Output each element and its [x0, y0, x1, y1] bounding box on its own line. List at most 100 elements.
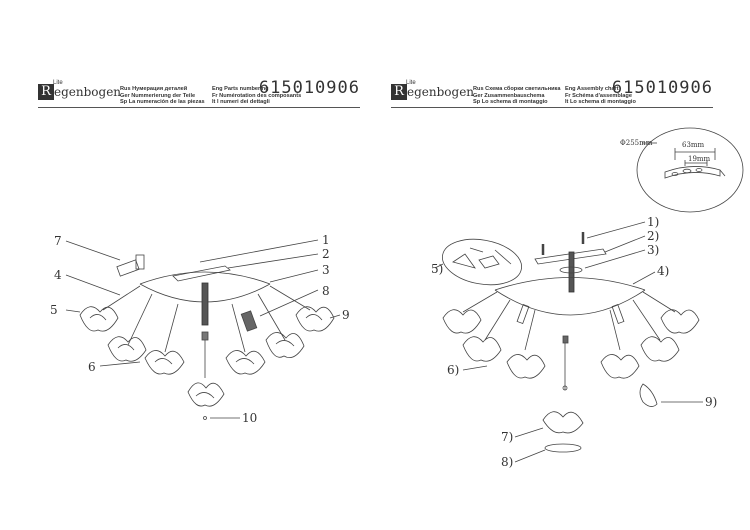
canopy-top: [494, 277, 646, 291]
arm: [524, 309, 536, 351]
leader-line: [462, 365, 488, 371]
nut: [201, 331, 209, 341]
flower-shade: [265, 332, 305, 359]
flower-shade: [660, 309, 700, 334]
header-line: Rus Схема сборки светильника: [473, 86, 561, 92]
flower-shade: [187, 382, 225, 407]
bulb: [639, 383, 658, 407]
callout-number: 10: [242, 411, 258, 425]
width-dimension: 19mm: [688, 155, 711, 163]
brand-logo: R Lite egenbogen: [38, 80, 121, 102]
arm: [269, 285, 311, 311]
terminal-block: [116, 254, 145, 277]
leader-line: [514, 449, 546, 463]
arm: [609, 309, 621, 351]
leader-line: [584, 249, 646, 269]
lamp-holder: [240, 310, 258, 332]
screw: [203, 416, 207, 420]
callout-number: 1): [647, 215, 660, 229]
callout-number: 2): [647, 229, 660, 243]
assembly-chart-sheet: R Lite egenbogen Rus Схема сборки светил…: [375, 0, 750, 530]
mounting-bar: [172, 265, 231, 282]
leader-line: [65, 274, 121, 296]
callout-number: 7: [54, 234, 62, 248]
flower-shade: [506, 354, 546, 379]
width-dimension: 63mm: [682, 141, 705, 149]
callout-number: 4): [657, 264, 670, 278]
header-line: Sp Lo schema di montaggio: [473, 99, 548, 106]
parts-numbering-sheet: R Lite egenbogen Rus Нумерация деталей G…: [38, 78, 360, 425]
flower-shade: [107, 336, 147, 362]
canopy-top: [139, 271, 271, 285]
callout-number: 5): [431, 262, 444, 276]
arm: [164, 303, 179, 353]
mounting-bar: [534, 248, 607, 265]
flower-shade: [295, 306, 335, 332]
leader-line: [269, 269, 319, 283]
callout-number: 2: [322, 247, 330, 261]
leader-line: [632, 271, 656, 285]
flower-shade: [542, 411, 584, 434]
leader-line: [514, 427, 544, 438]
header-line: Rus Нумерация деталей: [120, 86, 188, 92]
header-titles-a: Rus Схема сборки светильника Ger Zusamme…: [473, 86, 560, 106]
socket-housing: [611, 304, 625, 324]
callout-number: 7): [501, 430, 514, 444]
header-line: Eng Parts numbering: [212, 86, 269, 92]
flower-shade: [144, 350, 185, 375]
arm: [632, 299, 661, 341]
end-cap: [544, 443, 582, 453]
header-line: It I numeri dei dettagli: [212, 99, 270, 106]
logo-text: egenbogen: [407, 85, 475, 99]
exploded-parts-drawing: [65, 239, 341, 420]
diameter-dimension: Φ255mm: [620, 139, 653, 147]
callout-number: 8: [322, 284, 330, 298]
arm: [257, 293, 286, 341]
header-titles-b: Eng Parts numbering Fr Numérotation des …: [212, 86, 301, 106]
flower-shade: [640, 336, 680, 362]
callout-number: 3): [647, 243, 660, 257]
leader-line: [65, 240, 121, 261]
callout-number: 1: [322, 233, 330, 247]
callout-number: 5: [50, 303, 58, 317]
header-line: Ger Nummerierung der Teile: [120, 92, 196, 99]
threaded-rod: [201, 282, 209, 326]
logo-mark: R: [391, 84, 407, 100]
callout-number: 9: [342, 308, 350, 322]
callout-number: 6: [88, 360, 96, 374]
screw: [562, 385, 568, 391]
leader-line: [99, 361, 141, 367]
callout-number: 9): [705, 395, 718, 409]
header-line: It Lo schema di montaggio: [565, 99, 636, 106]
brand-logo: R Lite egenbogen: [391, 80, 474, 102]
header-rule: [391, 107, 713, 108]
detail-bubble: [636, 127, 744, 213]
callout-number: 8): [501, 455, 514, 469]
product-code: 615010906: [258, 78, 360, 98]
flower-shade: [462, 336, 502, 362]
washer: [559, 266, 583, 274]
arm: [102, 285, 141, 311]
header-titles-a: Rus Нумерация деталей Ger Nummerierung d…: [120, 86, 205, 106]
leader-line: [604, 235, 646, 253]
arm: [231, 303, 246, 353]
logo-text: egenbogen: [54, 85, 122, 99]
flower-shade: [442, 309, 482, 334]
flower-shade: [600, 354, 640, 379]
leader-line: [65, 309, 81, 313]
nut: [562, 335, 569, 344]
flower-shade: [225, 350, 266, 375]
arm: [642, 291, 676, 313]
arm: [484, 299, 511, 341]
wiring-detail: [452, 247, 512, 269]
callout-number: 6): [447, 363, 460, 377]
leader-line: [259, 289, 319, 317]
leader-line: [586, 221, 646, 239]
header-line: Fr Schéma d'assemblage: [565, 92, 632, 99]
callout-number: 3: [322, 263, 330, 277]
assembly-drawing: [434, 127, 744, 463]
logo-tag: Lite: [53, 80, 63, 86]
detail-bubble: [442, 238, 522, 286]
header-line: Fr Numérotation des composants: [212, 92, 302, 99]
sheet-header: R Lite egenbogen Rus Нумерация деталей G…: [38, 78, 360, 118]
